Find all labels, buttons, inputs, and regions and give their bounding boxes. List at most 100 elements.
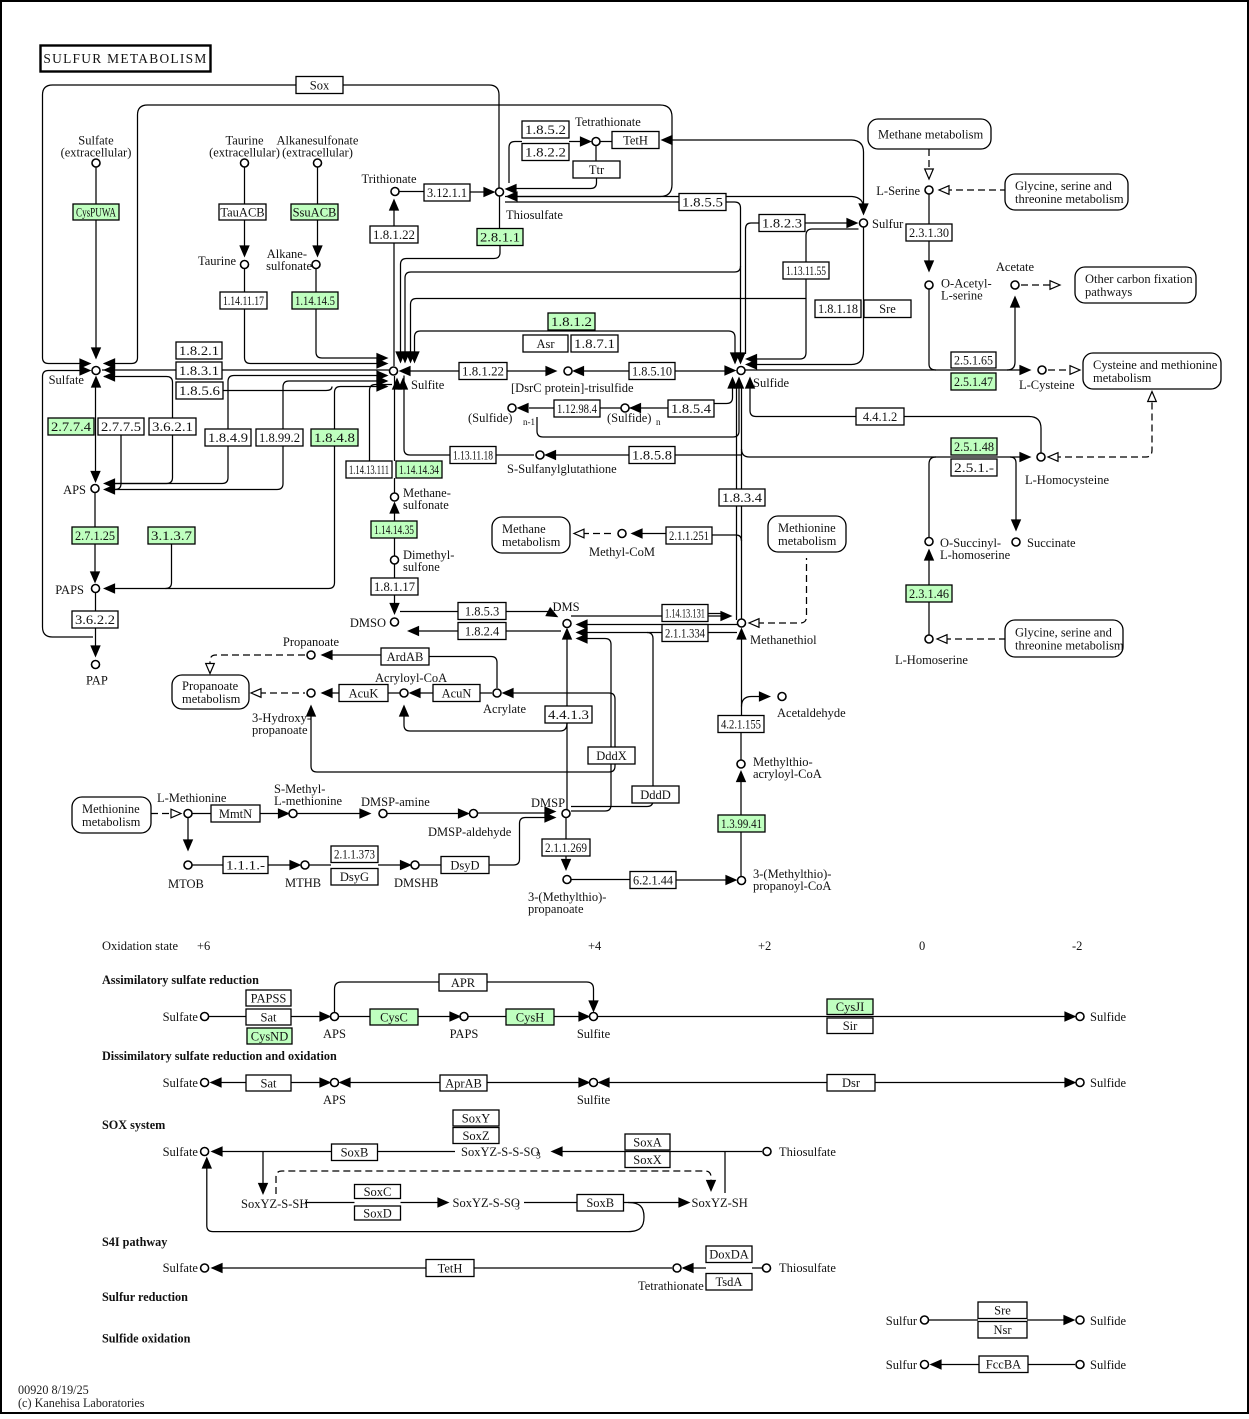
svg-text:L-homoserine: L-homoserine bbox=[940, 548, 1011, 562]
svg-text:(extracellular): (extracellular) bbox=[209, 146, 280, 160]
svg-text:Methane metabolism: Methane metabolism bbox=[878, 127, 983, 141]
svg-text:1.8.3.4: 1.8.3.4 bbox=[722, 491, 763, 505]
svg-text:Sulfate: Sulfate bbox=[163, 1076, 199, 1090]
svg-text:2.7.1.25: 2.7.1.25 bbox=[75, 529, 115, 543]
svg-text:Sre: Sre bbox=[879, 302, 896, 316]
svg-text:3: 3 bbox=[515, 1203, 520, 1213]
svg-text:2.5.1.48: 2.5.1.48 bbox=[954, 440, 994, 454]
svg-text:Taurine: Taurine bbox=[226, 134, 264, 148]
svg-text:pathways: pathways bbox=[1085, 285, 1132, 299]
svg-text:1.8.99.2: 1.8.99.2 bbox=[259, 431, 300, 445]
svg-text:3: 3 bbox=[536, 1152, 541, 1162]
svg-text:2.8.1.1: 2.8.1.1 bbox=[480, 230, 520, 244]
svg-text:3.6.2.2: 3.6.2.2 bbox=[75, 613, 115, 627]
svg-text:Cysteine and methionine: Cysteine and methionine bbox=[1093, 358, 1218, 372]
svg-text:MTHB: MTHB bbox=[285, 876, 321, 890]
svg-text:CysND: CysND bbox=[251, 1029, 289, 1043]
svg-text:2.7.7.5: 2.7.7.5 bbox=[101, 420, 141, 434]
svg-text:metabolism: metabolism bbox=[502, 535, 561, 549]
svg-text:SoxYZ-SH: SoxYZ-SH bbox=[692, 1196, 748, 1210]
svg-text:Sulfide: Sulfide bbox=[1090, 1010, 1127, 1024]
svg-text:Sulfate: Sulfate bbox=[163, 1145, 199, 1159]
svg-text:PAPS: PAPS bbox=[55, 583, 84, 597]
svg-text:Sulfide: Sulfide bbox=[753, 376, 790, 390]
svg-text:Dsr: Dsr bbox=[842, 1076, 861, 1090]
svg-text:CysC: CysC bbox=[380, 1010, 408, 1024]
svg-text:2.5.1.47: 2.5.1.47 bbox=[954, 375, 993, 389]
svg-text:Tetrathionate: Tetrathionate bbox=[575, 115, 641, 129]
svg-text:S-Sulfanylglutathione: S-Sulfanylglutathione bbox=[507, 462, 617, 476]
svg-text:Acryloyl-CoA: Acryloyl-CoA bbox=[375, 671, 447, 685]
svg-text:L-Cysteine: L-Cysteine bbox=[1019, 378, 1075, 392]
svg-text:propanoyl-CoA: propanoyl-CoA bbox=[753, 879, 831, 893]
svg-text:propanoate: propanoate bbox=[252, 723, 308, 737]
svg-text:sulfone: sulfone bbox=[403, 560, 440, 574]
svg-text:TsdA: TsdA bbox=[716, 1275, 743, 1289]
svg-text:2.1.1.334: 2.1.1.334 bbox=[665, 626, 706, 640]
svg-text:TetH: TetH bbox=[623, 133, 648, 147]
svg-text:Sulfur: Sulfur bbox=[872, 217, 904, 231]
svg-text:DMSO: DMSO bbox=[350, 616, 386, 630]
svg-text:propanoate: propanoate bbox=[528, 902, 584, 916]
svg-text:1.8.3.1: 1.8.3.1 bbox=[179, 364, 219, 378]
svg-text:4.4.1.3: 4.4.1.3 bbox=[548, 708, 589, 722]
svg-text:2.1.1.269: 2.1.1.269 bbox=[545, 841, 587, 855]
svg-text:TetH: TetH bbox=[438, 1261, 463, 1275]
svg-text:Sulfate: Sulfate bbox=[78, 134, 114, 148]
svg-text:L-methionine: L-methionine bbox=[274, 794, 342, 808]
svg-text:Methionine: Methionine bbox=[82, 802, 140, 816]
svg-text:1.8.1.2: 1.8.1.2 bbox=[551, 315, 592, 329]
svg-text:DMSP-aldehyde: DMSP-aldehyde bbox=[428, 825, 512, 839]
svg-text:Succinate: Succinate bbox=[1027, 536, 1076, 550]
svg-text:PAPS: PAPS bbox=[450, 1027, 479, 1041]
svg-text:Acrylate: Acrylate bbox=[483, 702, 526, 716]
svg-text:Sir: Sir bbox=[843, 1019, 858, 1033]
svg-text:[DsrC protein]-trisulfide: [DsrC protein]-trisulfide bbox=[511, 381, 634, 395]
svg-text:Sulfur reduction: Sulfur reduction bbox=[102, 1290, 188, 1304]
svg-text:L-Homoserine: L-Homoserine bbox=[895, 653, 968, 667]
svg-text:Propanoate: Propanoate bbox=[283, 635, 340, 649]
svg-text:Sat: Sat bbox=[261, 1076, 278, 1090]
svg-text:Sre: Sre bbox=[994, 1304, 1011, 1318]
svg-text:Dimethyl-: Dimethyl- bbox=[403, 548, 454, 562]
svg-text:1.8.1.17: 1.8.1.17 bbox=[374, 580, 415, 594]
svg-text:(Sulfide): (Sulfide) bbox=[468, 411, 512, 425]
svg-text:6.2.1.44: 6.2.1.44 bbox=[633, 873, 674, 887]
svg-text:1.8.7.1: 1.8.7.1 bbox=[574, 337, 615, 351]
svg-text:1.8.1.22: 1.8.1.22 bbox=[462, 364, 504, 378]
svg-text:SoxY: SoxY bbox=[462, 1111, 490, 1125]
svg-text:SULFUR METABOLISM: SULFUR METABOLISM bbox=[43, 51, 207, 66]
svg-text:1.13.11.55: 1.13.11.55 bbox=[786, 264, 826, 278]
svg-text:3.1.3.7: 3.1.3.7 bbox=[151, 529, 192, 543]
svg-text:(extracellular): (extracellular) bbox=[61, 146, 132, 160]
svg-text:1.12.98.4: 1.12.98.4 bbox=[557, 402, 598, 416]
svg-text:1.8.5.5: 1.8.5.5 bbox=[682, 195, 723, 209]
svg-text:Acetaldehyde: Acetaldehyde bbox=[777, 706, 846, 720]
svg-text:SoxYZ-S-SO: SoxYZ-S-SO bbox=[453, 1196, 520, 1210]
svg-text:APR: APR bbox=[451, 976, 476, 990]
svg-text:2.5.1.65: 2.5.1.65 bbox=[954, 353, 993, 367]
svg-text:1.8.2.3: 1.8.2.3 bbox=[762, 216, 802, 230]
svg-text:AcuK: AcuK bbox=[349, 686, 379, 700]
svg-text:SoxYZ-S-S-SO: SoxYZ-S-S-SO bbox=[461, 1145, 540, 1159]
svg-text:Sulfite: Sulfite bbox=[577, 1027, 611, 1041]
svg-text:sulfonate: sulfonate bbox=[266, 259, 312, 273]
svg-text:L-Methionine: L-Methionine bbox=[157, 791, 227, 805]
svg-text:Sulfate: Sulfate bbox=[163, 1261, 199, 1275]
svg-text:3.12.1.1: 3.12.1.1 bbox=[427, 186, 467, 200]
svg-text:Sulfate: Sulfate bbox=[163, 1010, 199, 1024]
svg-text:Sulfide oxidation: Sulfide oxidation bbox=[102, 1332, 191, 1346]
svg-text:SoxYZ-S-SH: SoxYZ-S-SH bbox=[241, 1197, 308, 1211]
svg-text:4.4.1.2: 4.4.1.2 bbox=[863, 410, 897, 424]
svg-text:Sat: Sat bbox=[261, 1010, 278, 1024]
svg-text:SoxB: SoxB bbox=[586, 1196, 614, 1210]
svg-text:Glycine, serine and: Glycine, serine and bbox=[1015, 179, 1113, 193]
svg-text:+4: +4 bbox=[588, 939, 602, 953]
svg-text:1.8.5.6: 1.8.5.6 bbox=[179, 384, 220, 398]
svg-text:3-(Methylthio)-: 3-(Methylthio)- bbox=[753, 867, 831, 881]
svg-text:2.5.1.-: 2.5.1.- bbox=[954, 461, 994, 475]
svg-text:SsuACB: SsuACB bbox=[293, 205, 337, 219]
svg-text:Dissimilatory sulfate reductio: Dissimilatory sulfate reduction and oxid… bbox=[102, 1049, 337, 1063]
svg-text:Sox: Sox bbox=[310, 78, 330, 92]
svg-text:L-Serine: L-Serine bbox=[876, 184, 920, 198]
